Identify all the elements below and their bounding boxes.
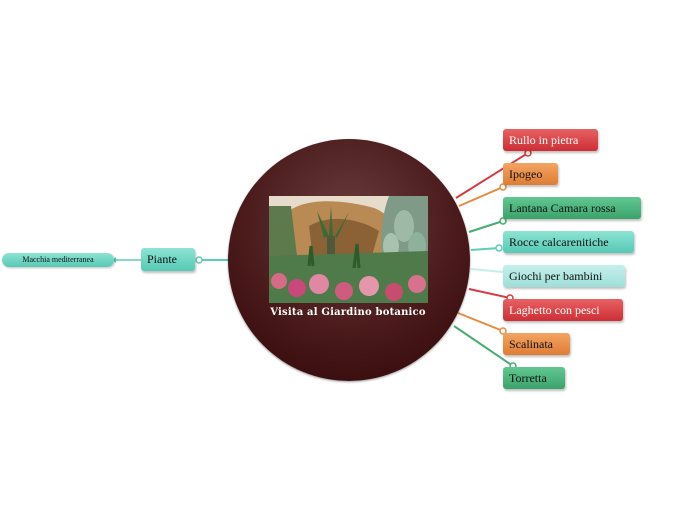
topic-scalinata[interactable]: Scalinata	[503, 333, 570, 355]
connector-knob-rocce	[495, 244, 503, 252]
connector-rocce	[470, 247, 500, 251]
topic-torretta[interactable]: Torretta	[503, 367, 565, 389]
connector-scalinata	[457, 312, 504, 332]
connector-lantana	[468, 220, 504, 233]
topic-rocce-calcarenitiche[interactable]: Rocce calcarenitiche	[503, 231, 634, 253]
connector-knob-piante	[195, 256, 203, 264]
topic-ipogeo[interactable]: Ipogeo	[503, 163, 558, 185]
topic-laghetto-con-pesci[interactable]: Laghetto con pesci	[503, 299, 623, 321]
connector-rullo	[455, 152, 529, 199]
central-topic-title: Visita al Giardino botanico	[270, 307, 426, 318]
connector-laghetto	[468, 288, 511, 299]
connector-ipogeo	[458, 186, 504, 207]
topic-rullo-in-pietra[interactable]: Rullo in pietra	[503, 129, 598, 151]
connector-arrow-macchia	[112, 257, 116, 263]
topic-lantana-camara-rossa[interactable]: Lantana Camara rossa	[503, 197, 641, 219]
topic-piante[interactable]: Piante	[141, 248, 195, 271]
connector-giochi	[470, 268, 504, 273]
topic-giochi-per-bambini[interactable]: Giochi per bambini	[503, 265, 625, 287]
topic-macchia-mediterranea[interactable]: Macchia mediterranea	[2, 253, 114, 267]
connector-torretta	[453, 325, 514, 367]
garden-photo	[269, 196, 428, 303]
